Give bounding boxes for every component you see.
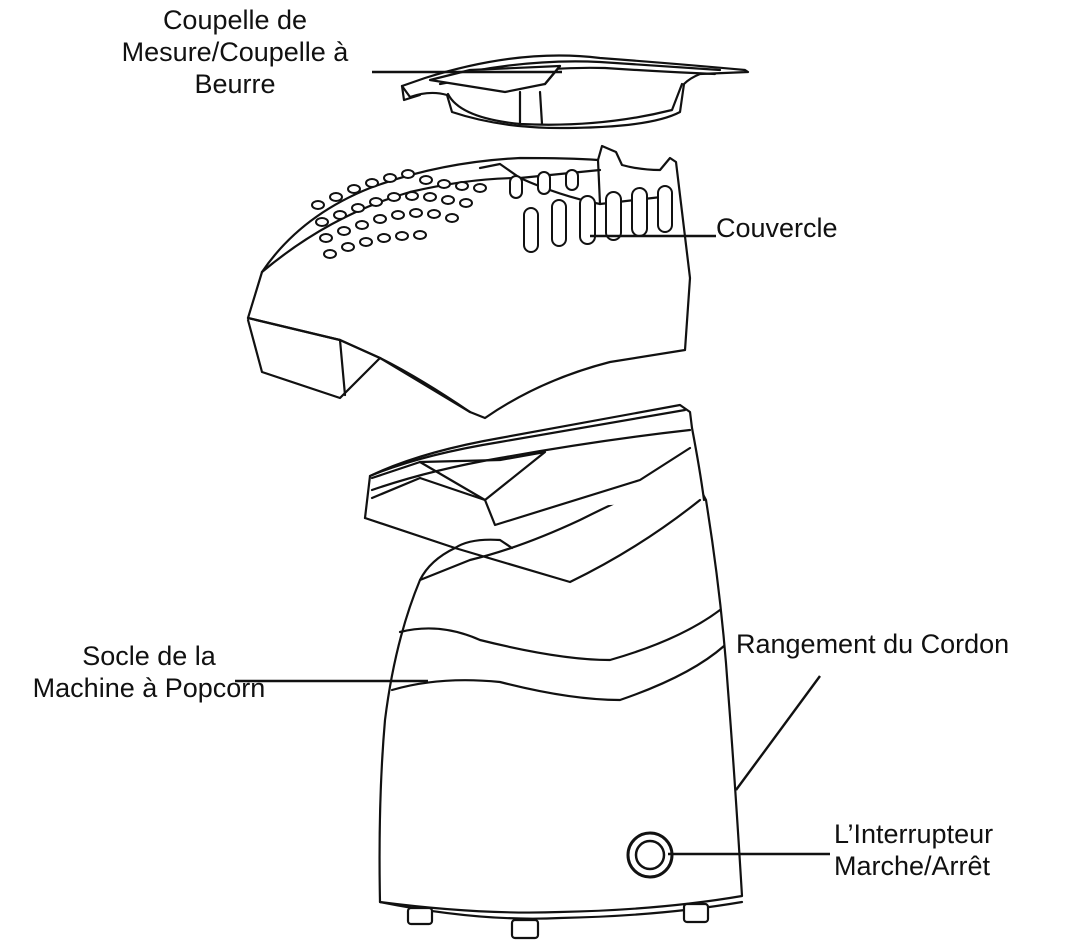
label-measuring-cup: Coupelle de Mesure/Coupelle à Beurre	[95, 4, 375, 100]
label-lid-line-1: Couvercle	[716, 212, 838, 244]
label-switch-line-2: Marche/Arrêt	[834, 850, 993, 882]
label-lid: Couvercle	[716, 212, 838, 244]
machine-base-part	[365, 405, 742, 938]
lid-part	[248, 146, 690, 418]
label-measuring-cup-line-2: Mesure/Coupelle à	[95, 36, 375, 68]
label-measuring-cup-line-1: Coupelle de	[95, 4, 375, 36]
leader-line-cord-storage	[736, 676, 820, 790]
label-cord-storage: Rangement du Cordon	[736, 628, 1009, 660]
power-switch-part	[628, 833, 672, 877]
label-base-line-1: Socle de la	[4, 640, 294, 672]
label-cord-storage-line-1: Rangement du Cordon	[736, 628, 1009, 660]
label-measuring-cup-line-3: Beurre	[95, 68, 375, 100]
label-base: Socle de la Machine à Popcorn	[4, 640, 294, 704]
label-switch-line-1: L’Interrupteur	[834, 818, 993, 850]
label-base-line-2: Machine à Popcorn	[4, 672, 294, 704]
measuring-cup-part	[402, 56, 748, 129]
label-switch: L’Interrupteur Marche/Arrêt	[834, 818, 993, 882]
